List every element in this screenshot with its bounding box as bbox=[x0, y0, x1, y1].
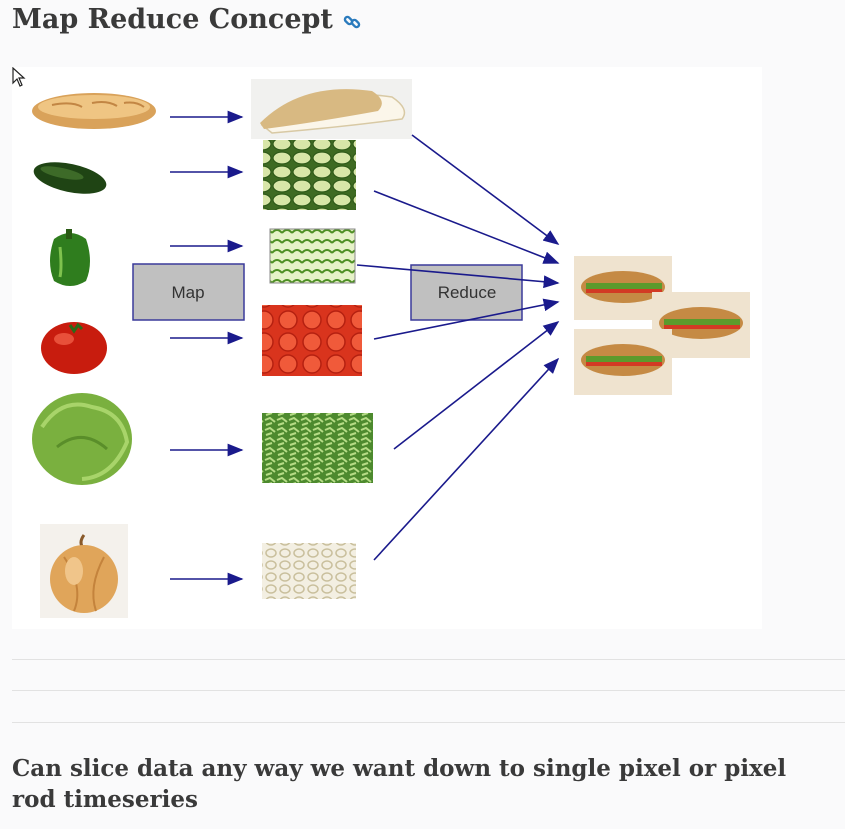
sandwiches-image bbox=[574, 256, 750, 395]
map-box: Map bbox=[132, 263, 245, 321]
sliced-pepper-image bbox=[269, 228, 356, 284]
map-arrows bbox=[170, 110, 244, 586]
diagram-svg: Map Reduce bbox=[32, 79, 750, 618]
lettuce-image bbox=[32, 393, 132, 485]
reduce-label: Reduce bbox=[438, 283, 497, 302]
sliced-tomato-image bbox=[262, 305, 362, 376]
section-subheading: Can slice data any way we want down to s… bbox=[12, 755, 787, 813]
onion-image bbox=[40, 524, 128, 618]
mouse-cursor-icon bbox=[12, 67, 26, 87]
reduce-arrows bbox=[356, 134, 560, 561]
green-pepper-image bbox=[50, 229, 90, 286]
divider bbox=[12, 722, 845, 723]
divider bbox=[12, 659, 845, 660]
sliced-cucumber-image bbox=[263, 140, 356, 210]
divider bbox=[12, 690, 845, 691]
map-reduce-diagram: Map Reduce bbox=[12, 67, 762, 629]
page-title-text: Map Reduce Concept bbox=[12, 4, 333, 35]
page-title: Map Reduce Concept bbox=[12, 4, 361, 35]
chopped-lettuce-image bbox=[262, 413, 373, 483]
cucumber-image bbox=[33, 162, 107, 194]
sliced-onion-image bbox=[262, 543, 356, 599]
map-label: Map bbox=[171, 283, 204, 302]
bread-image bbox=[32, 93, 156, 129]
tomato-image bbox=[41, 322, 107, 374]
reduce-box: Reduce bbox=[410, 264, 523, 321]
sliced-bread-image bbox=[251, 79, 412, 139]
link-icon[interactable] bbox=[343, 13, 361, 31]
